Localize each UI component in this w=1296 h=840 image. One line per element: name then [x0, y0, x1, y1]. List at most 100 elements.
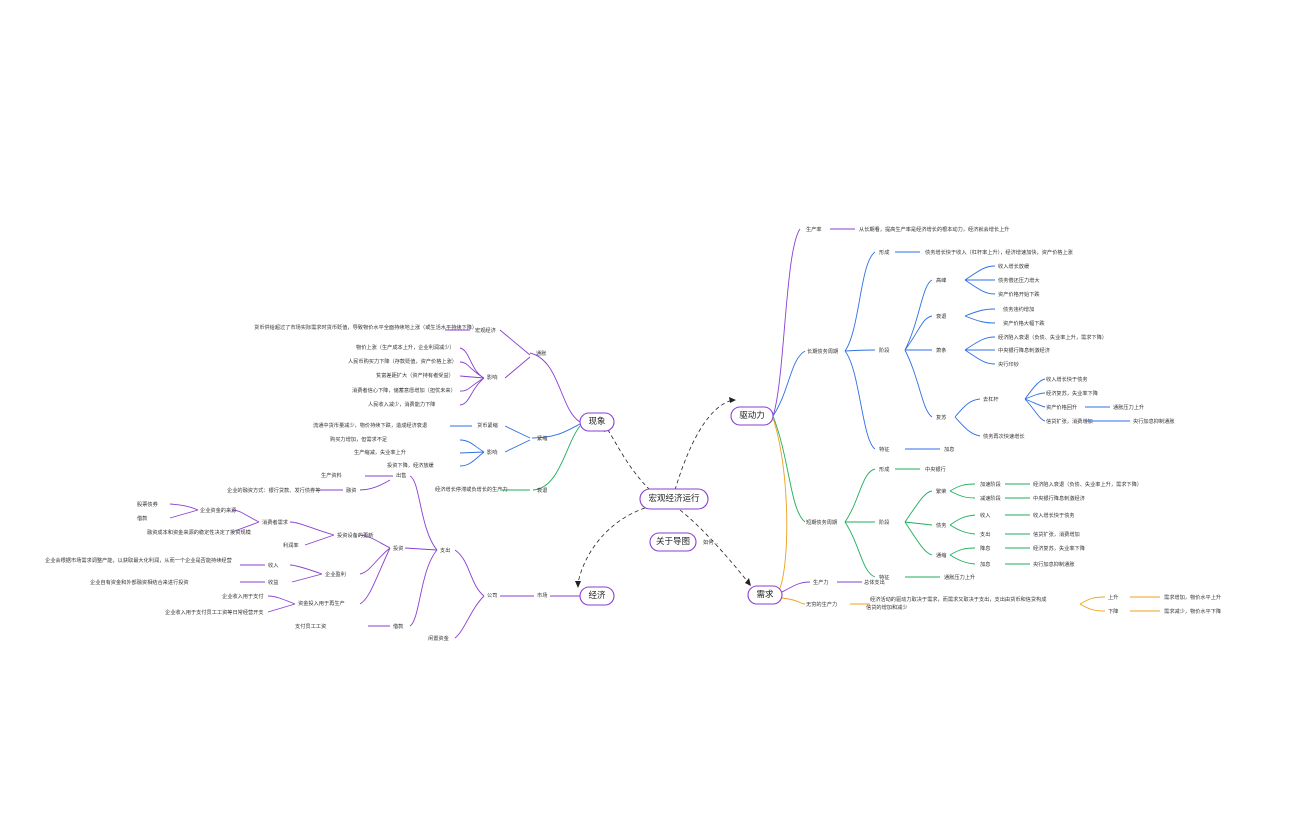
xuqiu-label: 需求 — [756, 589, 774, 600]
lb-text-2: 融资成本和资金来源的稳定性决定了投资规模 — [147, 528, 251, 536]
dq-text-12: 信贷扩张，消费增加 — [1033, 530, 1080, 538]
gongsi-label: 公司 — [487, 592, 497, 599]
dq-text-6: 经济陷入衰退（负债、失业率上升，需求下降） — [1033, 480, 1142, 488]
jieshou-label: 借款 — [393, 622, 404, 630]
lb-item-rate: 利润率 — [283, 541, 299, 549]
touzi-node-label: 投资 — [393, 544, 403, 552]
lb-item-salary: 支付员工工资 — [295, 622, 326, 630]
tz-item-3: 消费者信心下降，储蓄意愿增加（担忧未来） — [352, 386, 456, 394]
st-text: 经济增长停滞或负增长的生产力 — [435, 485, 508, 493]
rt-text-15: 债务再次快速增长 — [983, 432, 1025, 440]
dq-item-9: 通缩 — [936, 551, 946, 559]
js-def-text: 流通中货币量减少，物价持续下跌，造成经济衰退 — [313, 421, 427, 429]
shengchan-label: 生产率 — [806, 225, 822, 233]
tz-item-2: 贫富差距扩大（资产持有者受益） — [376, 371, 454, 379]
xuqiu-node[interactable]: 需求 — [747, 585, 783, 605]
rt-item-2: 衰退 — [936, 312, 946, 320]
xianxiang-branch: 现象 通胀 宏观经济 货币供给超过了市场实际需求时货币贬值，导致物价水平全面持续… — [254, 323, 615, 494]
lb-item-loan: 借款 — [137, 514, 148, 522]
rt-text-4: 债务违约增加 — [1003, 305, 1034, 313]
js-impact-label: 影响 — [487, 448, 497, 456]
rb-text-0: 总体支出 — [864, 578, 885, 586]
zhouqi-label: 长期债务周期 — [807, 347, 838, 355]
js-item-1: 生产缩减，失业率上升 — [354, 448, 406, 456]
lb-item-stock: 股票债券 — [137, 500, 159, 508]
rt-text-5: 资产价格大幅下跌 — [1003, 319, 1045, 327]
dq-item-12: 收入 — [980, 511, 990, 519]
dq-item-11: 债务 — [936, 521, 946, 529]
rongzi-label: 融资 — [346, 486, 356, 494]
chushou-label: 出售 — [396, 471, 406, 479]
tz-def-title: 宏观经济 — [475, 326, 497, 334]
rt-text-2: 债务偿还压力增大 — [998, 276, 1040, 284]
shuaitui-label: 衰退 — [537, 486, 547, 494]
lb-item-sell: 生产资料 — [321, 471, 342, 479]
dq-text-0: 中央银行 — [925, 465, 946, 473]
rt-item-0: 形成 — [879, 248, 889, 256]
rt-text-14: 央行加息抑制通胀 — [1133, 417, 1175, 425]
tz-item-4: 人民收入减少，消费能力下降 — [368, 400, 435, 408]
sc-text: 从长期看，提高生产率是经济增长的根本动力，经济就会增长上升 — [859, 225, 1009, 233]
xianxiang-label: 现象 — [588, 416, 606, 427]
rt-tezheng: 特征 — [879, 445, 889, 453]
xianxiang-node[interactable]: 现象 — [579, 412, 615, 432]
dq-text-7: 中央银行降息刺激经济 — [1033, 494, 1086, 502]
js-item-2: 投资下降，经济放缓 — [387, 461, 435, 469]
arrow-qudongli — [729, 397, 736, 403]
lb-text-4: 企业自有资金和外部融资相结合来进行投资 — [90, 578, 189, 586]
dq-item-5: 繁荣 — [936, 487, 946, 495]
dq-item-13: 支出 — [980, 530, 990, 538]
rb-text-credit: 信贷的增加和减少 — [866, 603, 908, 611]
dq-item-16: 降息 — [980, 544, 990, 552]
up-text: 需求增加，物价水平上升 — [1164, 593, 1221, 601]
arrow-xuqiu — [745, 578, 751, 586]
tz-item-0: 物价上涨（生产成本上升，企业利润减少） — [356, 343, 455, 351]
lb-item-demand: 消费者需求 — [262, 518, 289, 526]
wuxian-label: 无穷的生产力 — [806, 600, 837, 608]
lb-item-prod: 投资设备的更新 — [337, 531, 373, 539]
shengchanli-label: 生产力 — [813, 578, 829, 586]
dq-item-7: 减速阶段 — [980, 494, 1001, 502]
about-label: 关于导图 — [656, 536, 690, 547]
rt-item-3: 萧条 — [936, 346, 946, 354]
tongzhang-label: 通胀 — [536, 349, 546, 357]
lb-item-profit: 企业盈利 — [325, 570, 346, 578]
tz-def-text: 货币供给超过了市场实际需求时货币贬值，导致物价水平全面持续地上涨（或生活水平持续… — [254, 323, 477, 331]
rt-item-8: 去杠杆 — [983, 395, 999, 403]
about-node[interactable]: 关于导图 — [649, 532, 697, 552]
xq-text: 经济活动的驱动力取决于需求，而需求又取决于支出，支出由货币和信贷构成 — [870, 595, 1046, 603]
qudongli-label: 驱动力 — [739, 410, 765, 421]
center-node[interactable]: 宏观经济运行 — [639, 488, 709, 510]
zhichu-label: 支出 — [440, 546, 450, 554]
js-def-title: 货币紧缩 — [477, 421, 498, 429]
rt-text-10: 经济复苏，失业率下降 — [1046, 389, 1098, 397]
rt-text-6: 经济陷入衰退（负债、失业率上升，需求下降） — [998, 333, 1107, 341]
dq-text-10: 经济复苏，失业率下降 — [1033, 544, 1085, 552]
rt-item-1: 高峰 — [936, 276, 946, 284]
down-label: 下降 — [1108, 607, 1118, 615]
rt-text-13: 通胀压力上升 — [1113, 403, 1144, 411]
rt-text-7: 中央银行降息刺激经济 — [998, 346, 1051, 354]
lb-text-5: 企业收入用于支付 — [222, 592, 264, 600]
link-center-jingji — [577, 507, 646, 584]
dq-item-6: 加速阶段 — [980, 480, 1001, 488]
link-center-xuqiu — [679, 509, 749, 583]
lb-item-fund: 企业资金的来源 — [200, 506, 237, 514]
rt-text-3: 资产价格开始下跌 — [998, 290, 1040, 298]
lb-text-0: 企业的融资方式：银行贷款、发行债券等 — [227, 486, 320, 494]
qudongli-node[interactable]: 驱动力 — [730, 406, 774, 426]
rt-text-11: 资产价格回升 — [1046, 403, 1077, 411]
lb-item-gain: 收益 — [268, 578, 278, 586]
dq-text-14: 央行加息抑制通胀 — [1033, 560, 1075, 568]
tz-item-1: 人民币购买力下降（存款贬值，资产价格上涨） — [348, 357, 457, 365]
rt-text-0: 债务增长快于收入（杠杆率上升），经济增速加快，资产价格上涨 — [925, 248, 1074, 256]
jingji-node[interactable]: 经济 — [579, 586, 615, 606]
lb-item-reinvest: 资金投入用于再生产 — [298, 599, 345, 607]
down-text: 需求减少，物价水平下降 — [1164, 607, 1221, 615]
xuqiu-branch: 需求 生产力 总体支出 无穷的生产力 经济活动的驱动力取决于需求，而需求又取决于… — [747, 578, 1221, 615]
lb-text-6: 企业收入用于支付员工工资等日常经营开支 — [165, 608, 264, 616]
rt-item-4: 复苏 — [936, 413, 946, 421]
qudongli-branch: 驱动力 生产率 从长期看，提高生产率是经济增长的根本动力，经济就会增长上升 长期… — [730, 225, 1175, 589]
js-item-0: 购买力增加，但需求不足 — [330, 435, 387, 443]
